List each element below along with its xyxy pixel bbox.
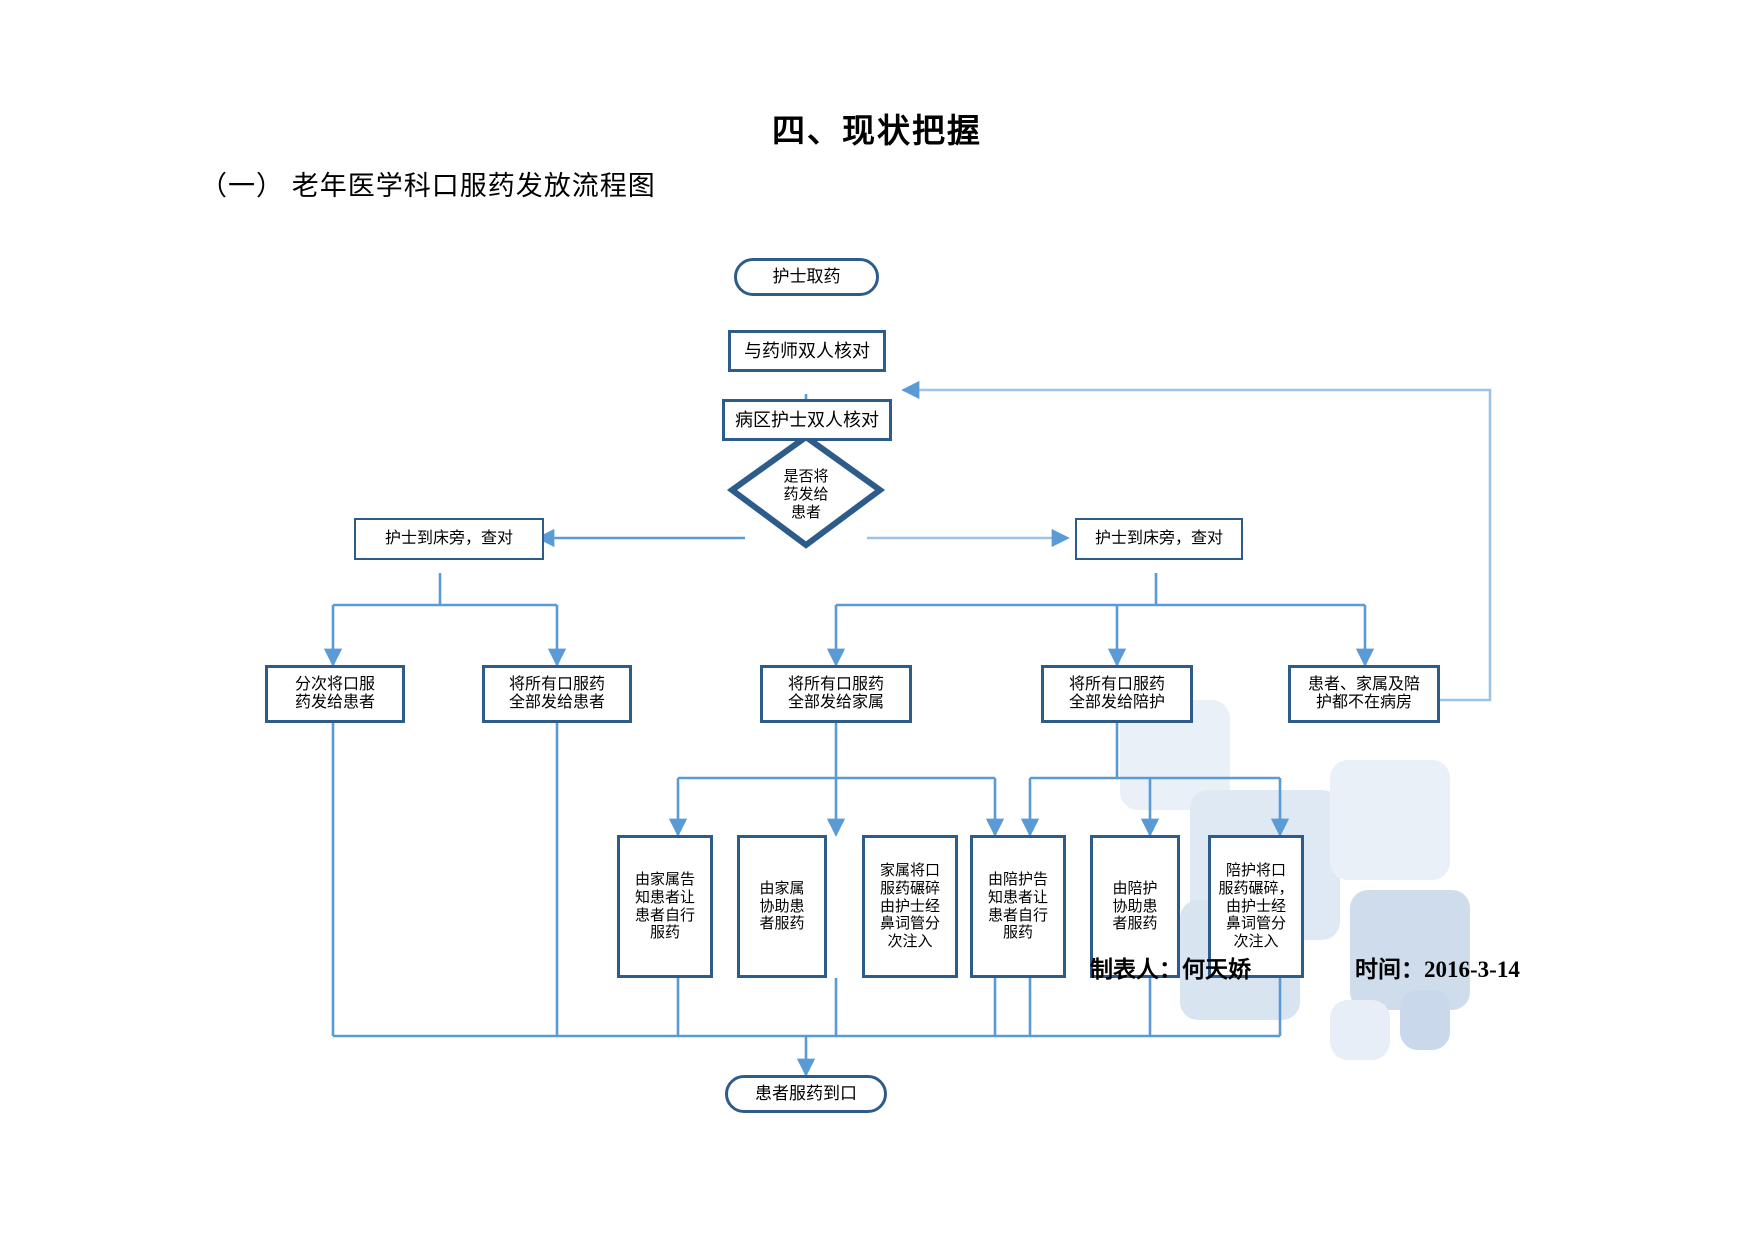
- node-family-assists-patient[interactable]: 由家属协助患者服药: [737, 835, 827, 978]
- decorative-square: [1350, 890, 1470, 1010]
- node-label: 家属将口服药碾碎由护士经鼻词管分次注入: [879, 862, 940, 951]
- decorative-square: [1400, 990, 1450, 1050]
- node-label: 陪护将口服药碾碎，由护士经鼻词管分次注入: [1218, 862, 1294, 951]
- node-start[interactable]: 护士取药: [734, 258, 879, 296]
- node-label: 护士到床旁，查对: [384, 530, 513, 548]
- node-nurse-bedside-left[interactable]: 护士到床旁，查对: [354, 518, 544, 560]
- node-label: 患者服药到口: [755, 1084, 857, 1104]
- node-label: 由陪护协助患者服药: [1112, 879, 1158, 933]
- node-decision-give-to-patient[interactable]: 是否将药发给患者: [746, 464, 866, 526]
- node-label: 由陪护告知患者让患者自行服药: [987, 871, 1048, 942]
- node-label: 是否将药发给患者: [783, 468, 829, 521]
- node-nurse-bedside-right[interactable]: 护士到床旁，查对: [1075, 518, 1243, 560]
- node-ward-nurse-check[interactable]: 病区护士双人核对: [722, 399, 892, 441]
- node-family-tells-patient[interactable]: 由家属告知患者让患者自行服药: [617, 835, 713, 978]
- node-nobody-in-room[interactable]: 患者、家属及陪护都不在病房: [1288, 665, 1440, 723]
- node-label: 护士到床旁，查对: [1094, 530, 1223, 548]
- decision-diamond: [726, 433, 886, 549]
- node-caregiver-assists-patient[interactable]: 由陪护协助患者服药: [1090, 835, 1180, 978]
- node-all-to-family[interactable]: 将所有口服药全部发给家属: [760, 665, 912, 723]
- node-label: 由家属协助患者服药: [759, 879, 805, 933]
- node-label: 由家属告知患者让患者自行服药: [634, 871, 695, 942]
- node-label: 分次将口服药发给患者: [294, 676, 375, 711]
- node-label: 护士取药: [772, 267, 841, 287]
- node-all-to-patient[interactable]: 将所有口服药全部发给患者: [482, 665, 632, 723]
- node-label: 将所有口服药全部发给陪护: [1068, 676, 1165, 711]
- page-title: 四、现状把握: [772, 114, 982, 150]
- decorative-square: [1330, 760, 1450, 880]
- node-label: 病区护士双人核对: [735, 409, 879, 430]
- node-label: 与药师双人核对: [744, 340, 870, 361]
- node-split-dose-to-patient[interactable]: 分次将口服药发给患者: [265, 665, 405, 723]
- decorative-square: [1330, 1000, 1390, 1060]
- maker-label: 制表人：何天娇: [1090, 957, 1251, 982]
- node-end[interactable]: 患者服药到口: [725, 1075, 887, 1113]
- node-family-crush-ng-tube[interactable]: 家属将口服药碾碎由护士经鼻词管分次注入: [862, 835, 958, 978]
- date-label: 时间：2016-3-14: [1355, 957, 1520, 982]
- section-subtitle: （一） 老年医学科口服药发放流程图: [200, 171, 656, 201]
- node-label: 患者、家属及陪护都不在病房: [1307, 676, 1420, 711]
- node-caregiver-tells-patient[interactable]: 由陪护告知患者让患者自行服药: [970, 835, 1066, 978]
- node-all-to-caregiver[interactable]: 将所有口服药全部发给陪护: [1041, 665, 1193, 723]
- node-label: 将所有口服药全部发给患者: [508, 676, 605, 711]
- node-caregiver-crush-ng-tube[interactable]: 陪护将口服药碾碎，由护士经鼻词管分次注入: [1208, 835, 1304, 978]
- node-pharmacist-check[interactable]: 与药师双人核对: [728, 330, 886, 372]
- node-label: 将所有口服药全部发给家属: [787, 676, 884, 711]
